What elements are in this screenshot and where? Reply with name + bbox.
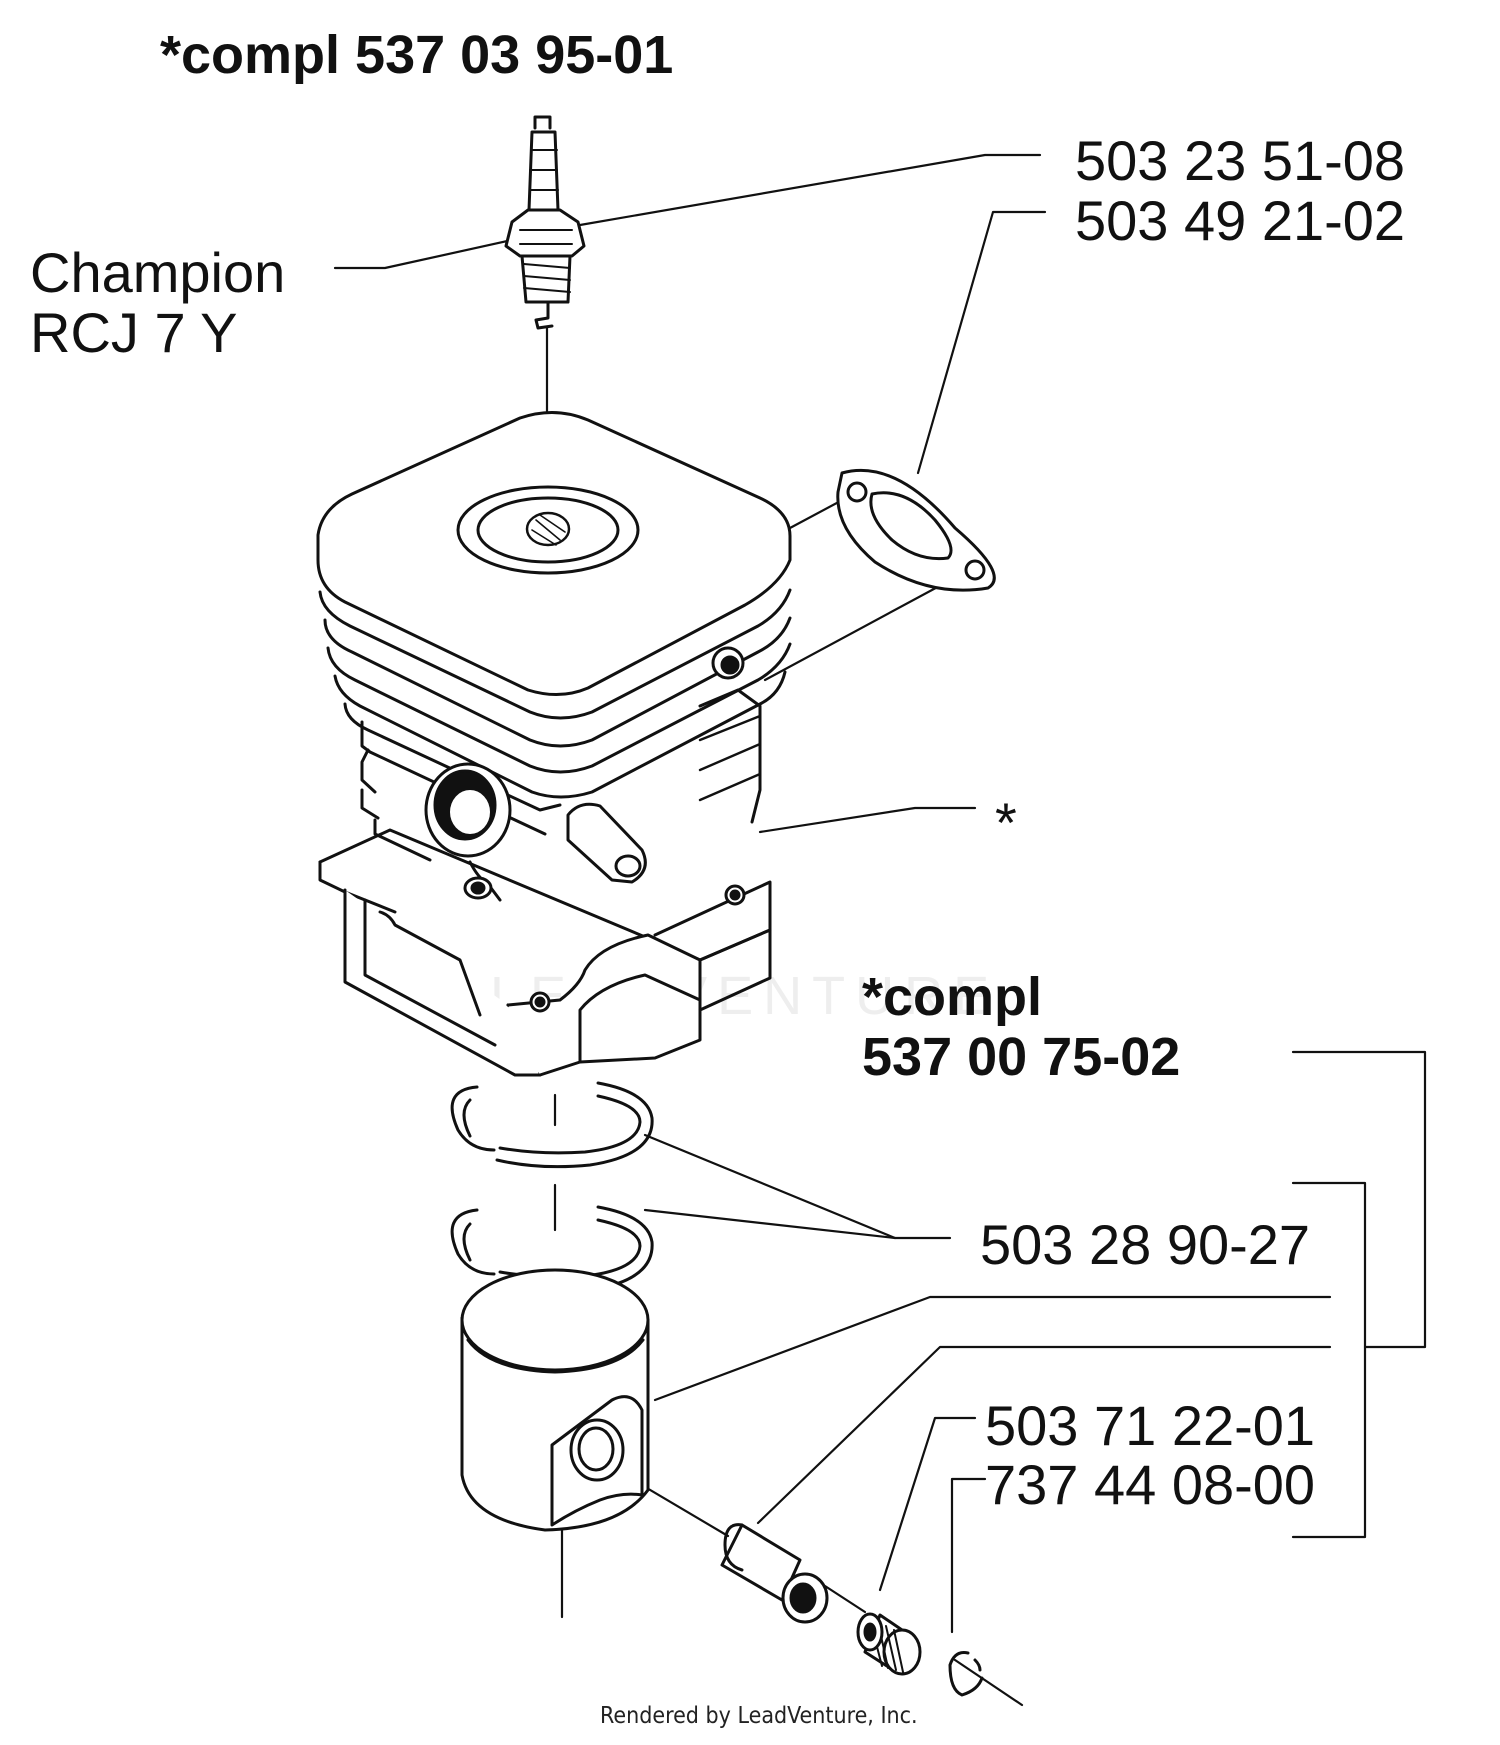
spark-plug-model-label: RCJ 7 Y xyxy=(30,301,238,364)
cylinder xyxy=(316,410,792,1077)
leader-lines xyxy=(333,153,1427,1707)
wrist-pin xyxy=(720,1523,829,1624)
part-number-rings: 503 28 90-27 xyxy=(980,1213,1311,1276)
cylinder-kit-label: *compl 537 03 95-01 xyxy=(160,25,674,85)
spark-plug xyxy=(504,115,586,330)
piston xyxy=(460,1268,650,1532)
part-number-gasket: 503 49 21-02 xyxy=(1075,189,1406,252)
needle-bearing xyxy=(856,1612,922,1676)
part-number-bearing: 503 71 22-01 xyxy=(985,1394,1316,1457)
cylinder-marker: * xyxy=(995,791,1017,854)
piston-kit-label-line1: *compl xyxy=(862,967,1043,1027)
spark-plug-brand-label: Champion xyxy=(30,241,286,304)
part-number-circlip: 737 44 08-00 xyxy=(985,1453,1316,1516)
footer-credit: Rendered by LeadVenture, Inc. xyxy=(600,1703,918,1729)
exhaust-gasket xyxy=(836,468,996,592)
circlip xyxy=(948,1651,984,1697)
piston-kit-label-line2: 537 00 75-02 xyxy=(862,1027,1181,1087)
part-number-spark-plug: 503 23 51-08 xyxy=(1075,129,1406,192)
piston-rings xyxy=(450,1081,654,1293)
